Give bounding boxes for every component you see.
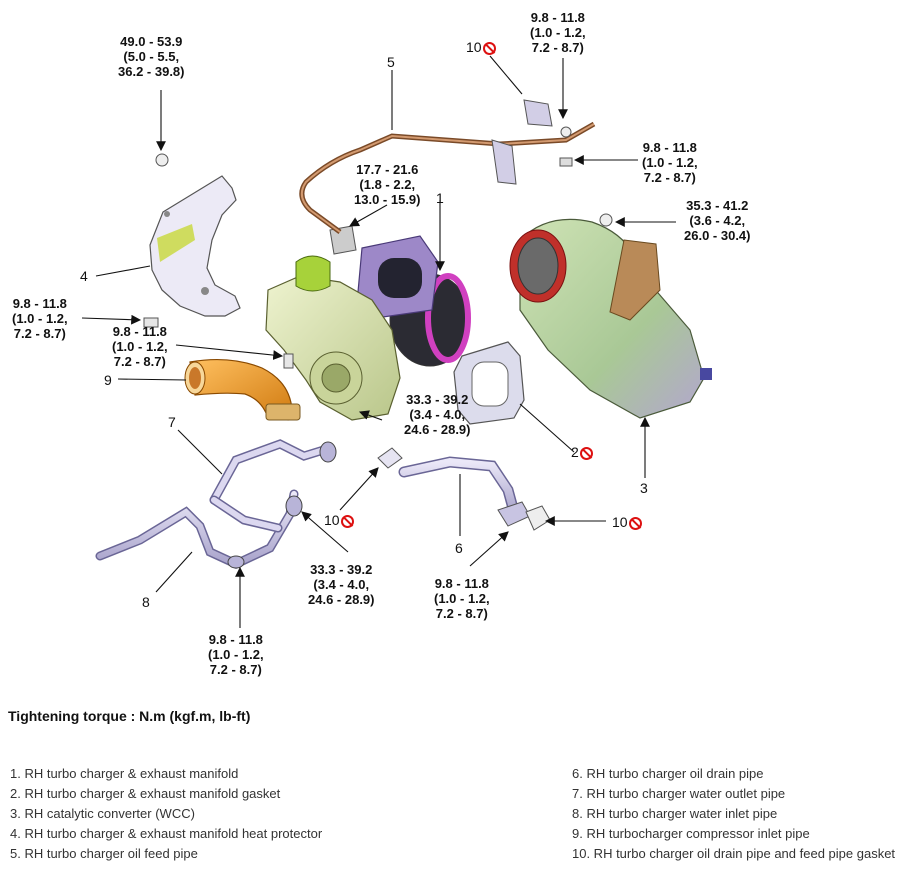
torque-label-water-inlet-bolt: 9.8 - 11.8(1.0 - 1.2,7.2 - 8.7) <box>208 632 264 677</box>
legend-item: 2. RH turbo charger & exhaust manifold g… <box>10 786 281 801</box>
callout-10-drain: 10 <box>612 514 642 530</box>
callout-2-number: 2 <box>571 444 579 460</box>
callout-10-water-number: 10 <box>324 512 340 528</box>
torque-label-converter-nut: 35.3 - 41.2(3.6 - 4.2,26.0 - 30.4) <box>684 198 751 243</box>
do-not-reuse-icon <box>579 447 593 460</box>
callout-2: 2 <box>571 444 593 460</box>
callout-5: 5 <box>387 54 395 70</box>
oil-feed-pipe-part <box>299 99 596 235</box>
torque-label-compressor-inlet-bolt: 9.8 - 11.8(1.0 - 1.2,7.2 - 8.7) <box>112 324 168 369</box>
torque-label-oil-feed-banjo: 17.7 - 21.6(1.8 - 2.2,13.0 - 15.9) <box>354 162 421 207</box>
exploded-parts-diagram <box>81 55 712 628</box>
callout-1: 1 <box>436 190 444 206</box>
legend-item: 4. RH turbo charger & exhaust manifold h… <box>10 826 323 841</box>
torque-label-oil-feed-bolt: 9.8 - 11.8(1.0 - 1.2,7.2 - 8.7) <box>642 140 698 185</box>
legend-item: 6. RH turbo charger oil drain pipe <box>572 766 764 781</box>
callout-10-water: 10 <box>324 512 354 528</box>
callout-8: 8 <box>142 594 150 610</box>
oil-drain-pipe-part <box>377 447 551 531</box>
legend-item: 10. RH turbo charger oil drain pipe and … <box>572 846 896 861</box>
torque-units-caption: Tightening torque : N.m (kgf.m, lb-ft) <box>8 708 251 724</box>
callout-10-top-number: 10 <box>466 39 482 55</box>
compressor-inlet-pipe-part <box>184 358 301 421</box>
callout-7: 7 <box>168 414 176 430</box>
callout-9: 9 <box>104 372 112 388</box>
manifold-gasket-part <box>453 341 525 425</box>
legend-item: 5. RH turbo charger oil feed pipe <box>10 846 198 861</box>
water-pipes-part <box>95 439 337 569</box>
catalytic-converter-part <box>509 218 712 419</box>
callout-10-drain-number: 10 <box>612 514 628 530</box>
legend-item: 3. RH catalytic converter (WCC) <box>10 806 195 821</box>
torque-label-heat-protector-nut: 49.0 - 53.9(5.0 - 5.5,36.2 - 39.8) <box>118 34 185 79</box>
torque-label-oil-drain-bolt: 9.8 - 11.8(1.0 - 1.2,7.2 - 8.7) <box>434 576 490 621</box>
do-not-reuse-icon <box>340 515 354 528</box>
heat-protector-part <box>149 175 241 317</box>
legend-item: 1. RH turbo charger & exhaust manifold <box>10 766 239 781</box>
legend-item: 8. RH turbo charger water inlet pipe <box>572 806 778 821</box>
legend-right-column: 6. RH turbo charger oil drain pipe 7. RH… <box>572 764 895 864</box>
callout-3: 3 <box>640 480 648 496</box>
callout-6: 6 <box>455 540 463 556</box>
leader-lines <box>81 55 676 628</box>
legend-item: 9. RH turbocharger compressor inlet pipe <box>572 826 810 841</box>
callout-4: 4 <box>80 268 88 284</box>
torque-label-oil-feed-upper: 9.8 - 11.8(1.0 - 1.2,7.2 - 8.7) <box>530 10 586 55</box>
turbocharger-manifold-part <box>265 225 471 421</box>
legend-item: 7. RH turbo charger water outlet pipe <box>572 786 786 801</box>
bolts-and-nuts <box>143 153 613 369</box>
torque-label-water-inlet-eyebolt: 33.3 - 39.2(3.4 - 4.0,24.6 - 28.9) <box>308 562 375 607</box>
do-not-reuse-icon <box>482 42 496 55</box>
callout-10-top: 10 <box>466 39 496 55</box>
torque-label-heat-protector-bolt: 9.8 - 11.8(1.0 - 1.2,7.2 - 8.7) <box>12 296 68 341</box>
legend-left-column: 1. RH turbo charger & exhaust manifold 2… <box>10 764 322 864</box>
do-not-reuse-icon <box>628 517 642 530</box>
torque-label-water-outlet-eyebolt: 33.3 - 39.2(3.4 - 4.0,24.6 - 28.9) <box>404 392 471 437</box>
